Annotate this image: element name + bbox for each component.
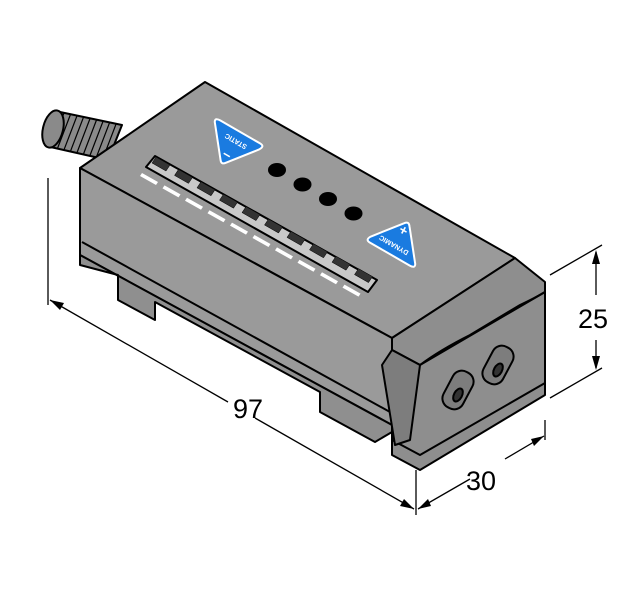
bargraph-scale-mark (162, 185, 181, 198)
height-dimension: 25 (578, 304, 608, 334)
thread-line (69, 116, 85, 152)
bargraph-segment (331, 255, 351, 271)
dimension-lines (47, 178, 603, 515)
bargraph-scale-mark (297, 259, 316, 272)
bargraph-display (140, 155, 378, 297)
length-dimension: 97 (233, 394, 263, 424)
bargraph-scale-mark (320, 272, 338, 285)
bargraph-segment (196, 181, 216, 197)
housing: STATIC − DYNAMIC + (79, 81, 546, 471)
bargraph-scale-mark (207, 210, 226, 223)
bargraph-segment (354, 268, 373, 283)
bargraph-segment (309, 243, 328, 259)
bargraph-scale-mark (230, 222, 248, 235)
bargraph-scale-mark (252, 235, 271, 247)
bargraph-segment (151, 156, 171, 172)
thread-line (56, 114, 72, 149)
status-led (319, 192, 337, 206)
bargraph-segment (219, 193, 238, 209)
bargraph-segment (174, 169, 193, 184)
thread-line (95, 122, 111, 158)
bargraph-scale-mark (185, 197, 203, 210)
dynamic-plus-button[interactable]: DYNAMIC + (366, 210, 432, 268)
thread-line (82, 119, 98, 155)
mounting-rail (79, 254, 393, 443)
width-dimension: 30 (466, 466, 496, 496)
thread-line (76, 118, 91, 153)
status-led (344, 206, 363, 221)
bargraph-scale-mark (342, 284, 361, 297)
bargraph-segment (264, 218, 283, 234)
mounting-holes (441, 344, 515, 411)
thread-line (63, 115, 78, 151)
thread-line (89, 121, 104, 156)
bargraph-scale-mark (275, 247, 293, 260)
status-led (268, 163, 286, 177)
connector (41, 109, 123, 161)
bargraph-segment (286, 231, 306, 246)
static-minus-button[interactable]: STATIC − (198, 118, 264, 176)
bargraph-scale-mark (140, 173, 158, 185)
status-led (293, 177, 312, 192)
bargraph-segment (241, 206, 261, 221)
